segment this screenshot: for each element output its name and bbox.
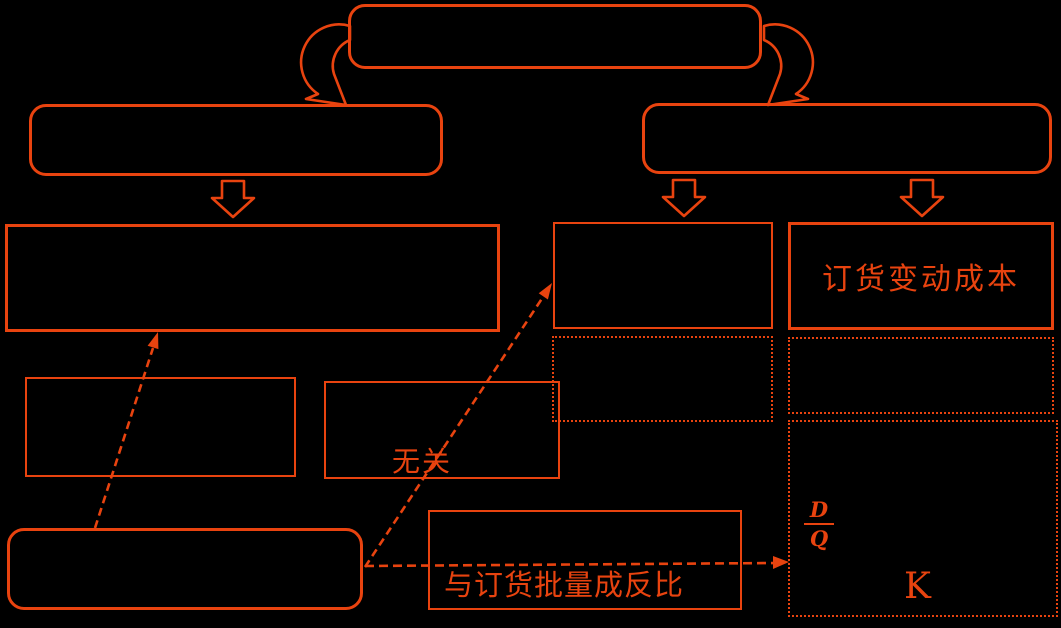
inverse-ratio-label: 与订货批量成反比 — [444, 568, 685, 602]
node-middle — [553, 222, 773, 329]
fraction-numerator: D — [809, 497, 829, 522]
irrelevant-label: 无关 — [392, 445, 453, 478]
dotted-box-formula — [788, 420, 1058, 617]
node-small-left — [25, 377, 296, 477]
node-order-variable-cost — [788, 222, 1054, 330]
coefficient-label: K — [904, 566, 931, 607]
fraction-bar — [804, 523, 834, 526]
dashed-arrow-to-formula-box-head — [773, 556, 789, 569]
dotted-box-left — [552, 336, 773, 422]
block-arrow-down-right — [899, 178, 945, 218]
fraction-d-over-q: D Q — [800, 498, 838, 550]
block-arrow-down-middle — [661, 178, 707, 218]
node-branch-right — [642, 103, 1052, 174]
block-arrow-down-left — [210, 179, 256, 219]
dashed-arrow-to-middle-box-head — [538, 283, 552, 300]
order-variable-cost-label: 订货变动成本 — [822, 262, 1020, 297]
node-bottom-left — [7, 528, 363, 610]
dashed-arrow-to-large-rect-head — [147, 332, 159, 350]
node-branch-left — [29, 104, 443, 176]
curved-arrow-left — [299, 23, 352, 107]
fraction-denominator: Q — [809, 526, 829, 552]
curved-arrow-right — [762, 23, 815, 107]
node-large-left — [5, 224, 500, 332]
node-top — [348, 4, 762, 69]
dotted-box-right — [788, 337, 1054, 414]
